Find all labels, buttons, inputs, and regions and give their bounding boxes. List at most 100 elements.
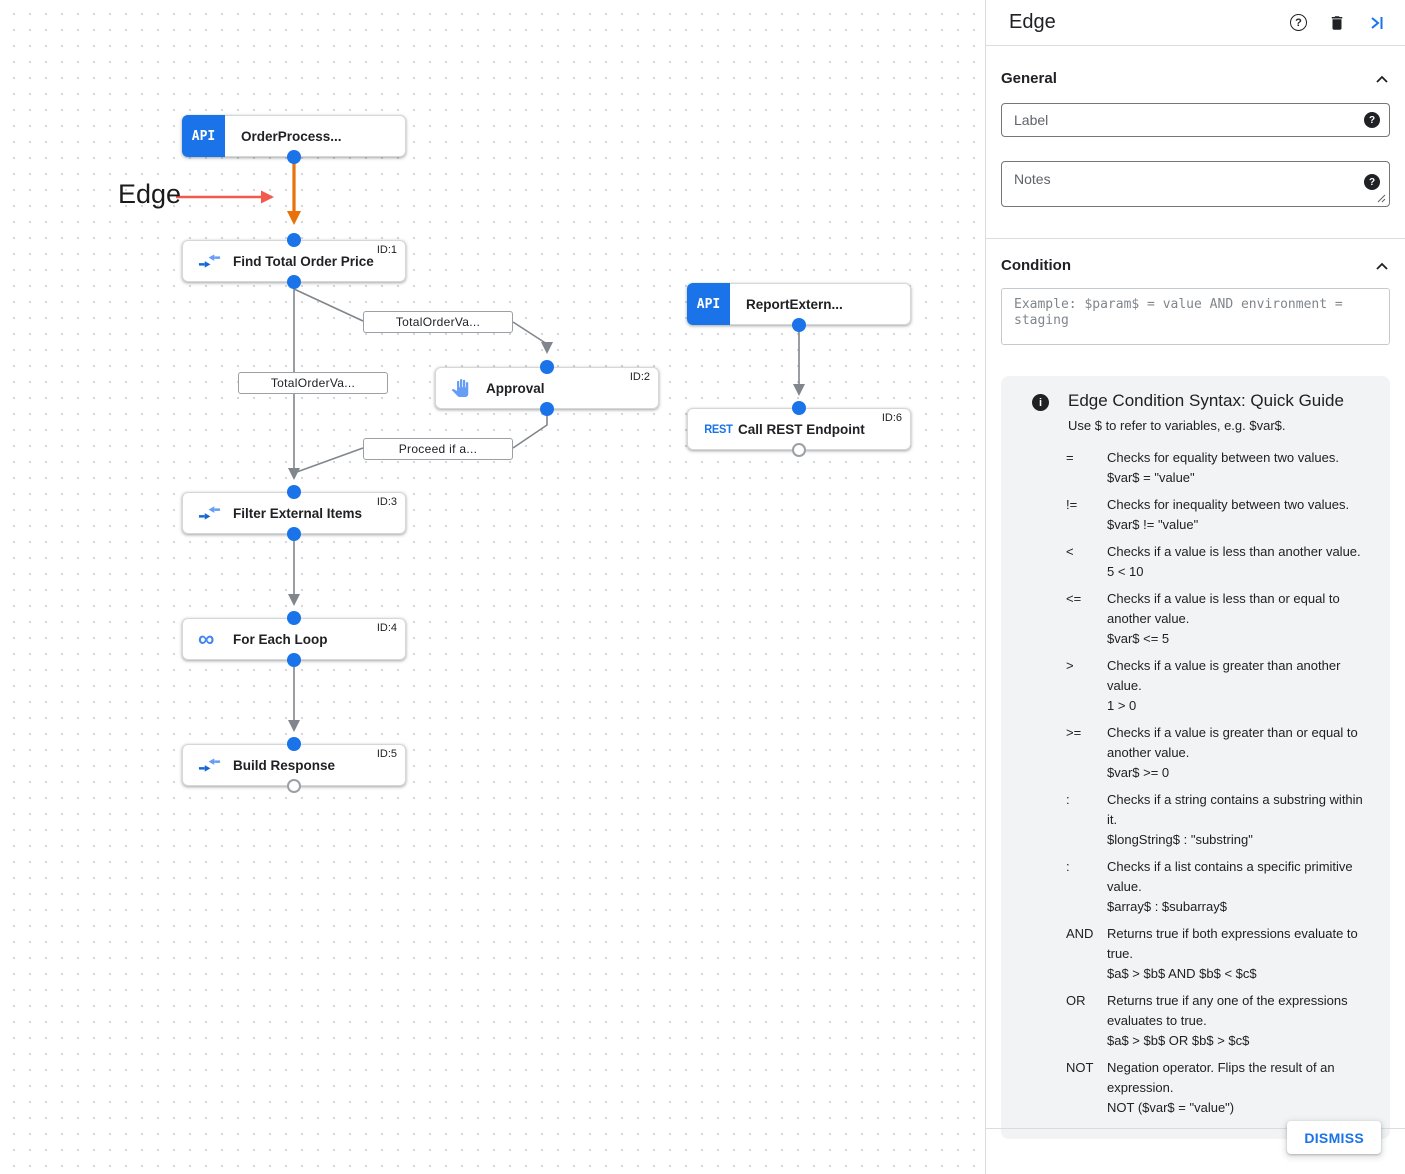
panel-title: Edge <box>1009 11 1056 33</box>
input-connector[interactable] <box>287 737 301 751</box>
input-connector[interactable] <box>287 485 301 499</box>
guide-desc: Checks if a string contains a substring … <box>1107 792 1363 827</box>
edge-label[interactable]: TotalOrderVa... <box>363 311 513 333</box>
loop-icon: ∞ <box>198 625 215 652</box>
guide-row: > Checks if a value is greater than anot… <box>1017 656 1374 716</box>
input-connector[interactable] <box>287 611 301 625</box>
input-connector[interactable] <box>792 401 806 415</box>
output-connector[interactable] <box>792 318 806 332</box>
guide-operator: > <box>1066 658 1074 673</box>
resize-handle-icon[interactable] <box>1377 190 1386 208</box>
output-connector[interactable] <box>287 653 301 667</box>
panel-header: Edge ? <box>986 0 1405 45</box>
guide-example: $a$ > $b$ OR $b$ > $c$ <box>1107 1033 1250 1048</box>
guide-operator: NOT <box>1066 1060 1094 1075</box>
guide-row: : Checks if a string contains a substrin… <box>1017 790 1374 850</box>
node-label: OrderProcess... <box>241 128 342 144</box>
help-icon[interactable]: ? <box>1290 14 1307 31</box>
node-label: Build Response <box>233 757 336 773</box>
data-mapping-icon <box>198 254 221 269</box>
edge-label[interactable]: Proceed if a... <box>363 438 513 460</box>
notes-input[interactable] <box>1001 161 1390 207</box>
approval-hand-icon <box>451 379 469 397</box>
node-label: For Each Loop <box>233 631 328 647</box>
guide-desc: Checks if a value is greater than anothe… <box>1107 658 1341 693</box>
guide-desc: Checks if a value is less than another v… <box>1107 544 1361 559</box>
guide-example: $var$ = "value" <box>1107 470 1195 485</box>
output-connector[interactable] <box>540 402 554 416</box>
guide-row: != Checks for inequality between two val… <box>1017 495 1374 535</box>
output-connector-empty[interactable] <box>792 443 806 457</box>
chevron-up-icon[interactable] <box>1374 71 1390 87</box>
guide-example: 5 < 10 <box>1107 564 1144 579</box>
condition-field-wrap <box>1001 288 1390 350</box>
node-id: ID:2 <box>629 371 650 383</box>
label-help-icon[interactable]: ? <box>1364 112 1380 128</box>
guide-operator: OR <box>1066 993 1086 1008</box>
node-approval[interactable]: Approval ID:2 <box>435 360 659 416</box>
general-section: General ? ? <box>986 70 1405 212</box>
guide-operator: = <box>1066 450 1074 465</box>
node-id: ID:4 <box>376 622 397 634</box>
guide-desc: Checks if a value is greater than or equ… <box>1107 725 1358 760</box>
guide-operator: AND <box>1066 926 1094 941</box>
node-find-total-order-price[interactable]: Find Total Order Price ID:1 <box>182 233 406 289</box>
guide-desc: Checks for inequality between two values… <box>1107 497 1350 512</box>
guide-example: NOT ($var$ = "value") <box>1107 1100 1235 1115</box>
edge-label[interactable]: TotalOrderVa... <box>238 372 388 394</box>
guide-example: 1 > 0 <box>1107 698 1137 713</box>
edge-annotation-text: Edge <box>118 179 182 209</box>
guide-row: < Checks if a value is less than another… <box>1017 542 1374 582</box>
dismiss-button[interactable]: DISMISS <box>1287 1121 1381 1154</box>
edge-config-panel: Edge ? General ? <box>985 0 1405 1174</box>
output-connector-empty[interactable] <box>287 779 301 793</box>
condition-input[interactable] <box>1001 288 1390 345</box>
guide-operator: >= <box>1066 725 1082 740</box>
label-field-wrap: ? <box>1001 103 1390 137</box>
divider <box>986 1128 1405 1129</box>
general-heading: General <box>1001 70 1057 87</box>
guide-desc: Checks if a list contains a specific pri… <box>1107 859 1353 894</box>
guide-title: Edge Condition Syntax: Quick Guide <box>1068 391 1344 410</box>
info-icon: i <box>1032 394 1049 411</box>
guide-subtitle: Use $ to refer to variables, e.g. $var$. <box>1068 418 1286 433</box>
guide-row: = Checks for equality between two values… <box>1017 448 1374 488</box>
guide-row: AND Returns true if both expressions eva… <box>1017 924 1374 984</box>
condition-heading: Condition <box>1001 257 1071 274</box>
node-build-response[interactable]: Build Response ID:5 <box>182 737 406 793</box>
output-connector[interactable] <box>287 527 301 541</box>
guide-example: $var$ <= 5 <box>1107 631 1170 646</box>
guide-desc: Checks for equality between two values. <box>1107 450 1339 465</box>
collapse-panel-icon[interactable] <box>1367 14 1385 32</box>
guide-operator: : <box>1066 859 1070 874</box>
node-call-rest-endpoint[interactable]: REST Call REST Endpoint ID:6 <box>687 401 911 457</box>
input-connector[interactable] <box>540 360 554 374</box>
node-order-process-trigger[interactable]: API OrderProcess... <box>182 115 406 164</box>
node-id: ID:6 <box>881 412 902 424</box>
guide-desc: Negation operator. Flips the result of a… <box>1107 1060 1335 1095</box>
guide-desc: Returns true if any one of the expressio… <box>1107 993 1348 1028</box>
output-connector[interactable] <box>287 275 301 289</box>
chevron-up-icon[interactable] <box>1374 258 1390 274</box>
workflow-canvas[interactable]: TotalOrderVa... TotalOrderVa... Proceed … <box>0 0 985 1174</box>
node-id: ID:1 <box>376 244 397 256</box>
data-mapping-icon <box>198 758 221 773</box>
guide-operator: : <box>1066 792 1070 807</box>
guide-row: <= Checks if a value is less than or equ… <box>1017 589 1374 649</box>
guide-example: $var$ >= 0 <box>1107 765 1170 780</box>
node-label: Find Total Order Price <box>233 253 374 269</box>
node-filter-external-items[interactable]: Filter External Items ID:3 <box>182 485 406 541</box>
guide-rows: = Checks for equality between two values… <box>1017 448 1374 1118</box>
delete-icon[interactable] <box>1328 14 1346 32</box>
node-report-external-trigger[interactable]: API ReportExtern... <box>687 283 911 332</box>
guide-example: $a$ > $b$ AND $b$ < $c$ <box>1107 966 1257 981</box>
edge-lines <box>176 162 805 732</box>
node-label: Filter External Items <box>233 505 363 521</box>
divider <box>986 238 1405 239</box>
node-for-each-loop[interactable]: ∞ For Each Loop ID:4 <box>182 611 406 667</box>
guide-operator: < <box>1066 544 1074 559</box>
label-input[interactable] <box>1001 103 1390 137</box>
notes-help-icon[interactable]: ? <box>1364 174 1380 190</box>
output-connector[interactable] <box>287 150 301 164</box>
input-connector[interactable] <box>287 233 301 247</box>
